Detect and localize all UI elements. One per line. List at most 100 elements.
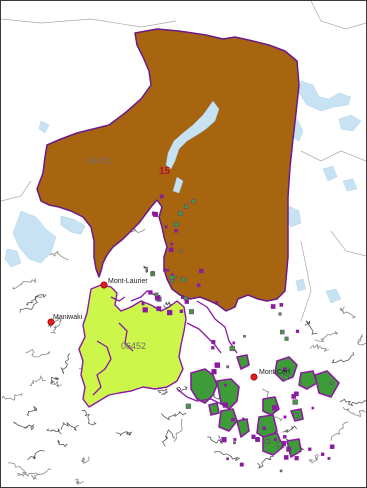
small-parcel (294, 391, 299, 397)
small-parcel (211, 340, 216, 345)
lake (38, 120, 50, 134)
small-parcel (173, 222, 179, 228)
contour-line (26, 405, 38, 416)
small-parcel (151, 270, 154, 274)
small-parcel (199, 268, 204, 274)
lake (338, 114, 362, 132)
contour-line (8, 462, 40, 477)
small-parcel (292, 399, 298, 405)
contour-line (81, 409, 97, 426)
small-parcel (327, 457, 331, 460)
contour-line (116, 431, 133, 437)
contour-line (331, 352, 355, 363)
small-parcel (211, 369, 217, 375)
town-label: Mont-Laurier (108, 278, 148, 285)
parcel-edge (118, 322, 134, 352)
town-marker (100, 281, 108, 289)
town-mont-cerf[interactable]: Mont-Cerf (250, 369, 290, 381)
contour-line (17, 471, 28, 478)
town-label: Mont-Cerf (259, 369, 290, 376)
dark-parcel (218, 408, 238, 432)
contour-line (74, 478, 84, 486)
small-parcel (282, 367, 287, 372)
small-parcel (329, 381, 334, 385)
small-parcel (291, 394, 297, 399)
small-parcel (264, 439, 270, 444)
dark-parcel (298, 370, 318, 390)
contour-line (50, 376, 60, 384)
contour-lines (1, 184, 366, 486)
small-parcel (241, 417, 245, 421)
town-label: Maniwaki (53, 314, 83, 321)
contour-line (27, 449, 45, 461)
small-parcel (283, 375, 289, 380)
contour-line (25, 294, 47, 306)
parcel-edge (196, 300, 238, 354)
town-marker (250, 373, 258, 381)
contour-line (309, 343, 329, 353)
contour-line (60, 353, 71, 374)
contour-line (81, 456, 90, 464)
small-parcel (251, 434, 256, 439)
parcel-edge (176, 388, 224, 406)
zone-number-label: 15 (159, 166, 171, 177)
parcel-edge (92, 340, 112, 396)
town-mont-laurier[interactable]: Mont-Laurier (100, 278, 149, 289)
lake (172, 176, 184, 194)
contour-line (308, 453, 320, 464)
contour-line (342, 407, 366, 418)
small-parcel (286, 447, 292, 452)
contour-line (143, 265, 149, 274)
town-maniwaki[interactable]: Maniwaki (47, 314, 83, 326)
small-parcel (280, 329, 285, 335)
small-parcel (294, 456, 299, 461)
contour-line (19, 296, 43, 313)
main-region[interactable] (36, 28, 300, 312)
small-parcel (329, 444, 335, 450)
contour-line (213, 450, 241, 462)
parcel-edge (186, 322, 222, 354)
lake (4, 248, 22, 268)
small-parcel (188, 309, 194, 315)
contour-line (339, 306, 356, 319)
small-parcel (239, 462, 244, 467)
small-parcel (284, 336, 289, 341)
contour-line (257, 455, 274, 469)
contour-line (173, 418, 183, 443)
dark-parcel (208, 402, 220, 416)
town-marker (47, 318, 55, 326)
small-parcel (154, 292, 159, 297)
contour-line (330, 421, 349, 441)
contour-line (60, 421, 79, 431)
contour-line (163, 301, 173, 308)
parcel-outlines (92, 290, 238, 406)
small-parcel (196, 283, 201, 288)
small-parcel (166, 309, 173, 316)
boundary-line (1, 18, 177, 28)
contour-line (25, 348, 51, 358)
lake (60, 215, 86, 235)
contour-line (282, 425, 298, 433)
region-code-label: 06471 (87, 156, 112, 166)
small-parcel (262, 427, 266, 430)
light-region[interactable] (78, 284, 187, 408)
small-parcel (282, 435, 287, 439)
small-parcel (278, 312, 282, 316)
contour-line (356, 333, 366, 346)
background-boundaries (1, 1, 366, 322)
dark-parcel (262, 432, 284, 456)
contour-line (46, 428, 62, 435)
contour-line (13, 421, 35, 431)
contour-line (50, 320, 61, 334)
scattered-parcels (141, 194, 335, 473)
small-parcel (184, 299, 189, 304)
lake (298, 80, 352, 112)
dark-parcel (262, 396, 280, 416)
small-parcel (156, 306, 162, 312)
small-parcel (170, 242, 174, 246)
boundary-line (300, 150, 366, 162)
contour-line (12, 277, 36, 290)
dark-parcel (314, 370, 340, 398)
